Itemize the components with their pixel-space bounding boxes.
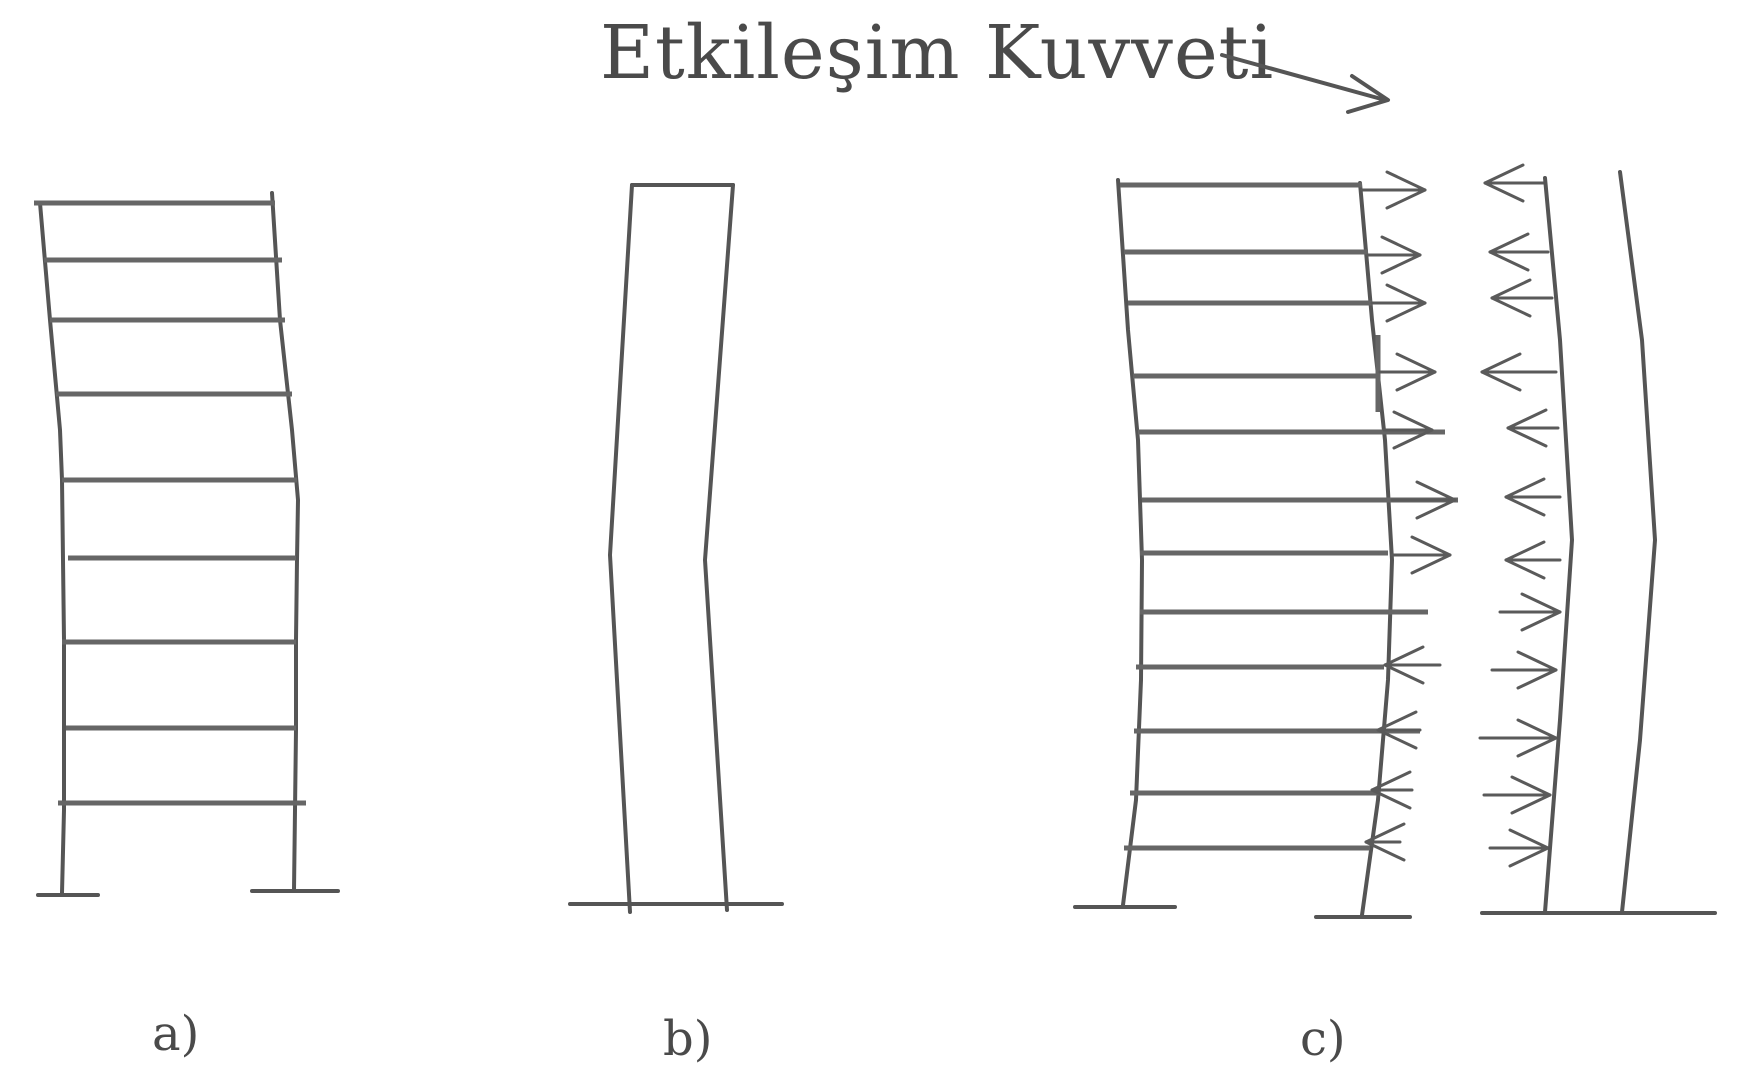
frame-left-column bbox=[38, 201, 66, 895]
panel-b-shear-wall: b) bbox=[568, 183, 784, 1067]
wall-arrow-right bbox=[1488, 828, 1550, 868]
separated-wall-left-edge bbox=[1543, 176, 1574, 914]
annotation-label: Etkileşim Kuvveti bbox=[600, 10, 1274, 96]
wall-arrow-right bbox=[1490, 650, 1558, 690]
frame-arrow-left bbox=[1370, 770, 1414, 810]
wall-arrow-right bbox=[1482, 775, 1552, 815]
pointer-arrow-icon bbox=[1220, 53, 1390, 114]
frame-arrow-right bbox=[1370, 283, 1427, 323]
wall-arrow-left bbox=[1488, 232, 1550, 272]
frame-arrow-right bbox=[1382, 410, 1434, 450]
frame-arrow-left bbox=[1364, 822, 1406, 862]
wall-right-edge bbox=[703, 183, 735, 912]
frame-right-column bbox=[270, 191, 300, 892]
panel-c-label: c) bbox=[1300, 1011, 1346, 1067]
frame-interaction-arrows bbox=[1360, 170, 1457, 862]
combined-right-column bbox=[1358, 181, 1394, 917]
frame-arrow-right bbox=[1390, 480, 1457, 520]
frame-arrow-left bbox=[1383, 645, 1442, 685]
wall-arrow-right bbox=[1478, 718, 1558, 758]
wall-interaction-arrows bbox=[1478, 163, 1562, 868]
panel-a-label: a) bbox=[152, 1006, 199, 1062]
wall-arrow-left bbox=[1504, 477, 1562, 517]
wall-arrow-right bbox=[1498, 592, 1562, 632]
panel-a-frame: a) bbox=[34, 191, 340, 1062]
wall-left-edge bbox=[608, 183, 634, 914]
frame-arrow-left bbox=[1376, 710, 1422, 750]
combined-left-column bbox=[1116, 178, 1144, 907]
wall-arrow-left bbox=[1490, 278, 1554, 318]
frame-arrow-right bbox=[1360, 170, 1427, 210]
frame-arrow-right bbox=[1390, 535, 1452, 575]
frame-arrow-right bbox=[1366, 235, 1422, 275]
wall-arrow-left bbox=[1504, 540, 1562, 580]
wall-arrow-left bbox=[1483, 163, 1547, 203]
frame-arrow-right bbox=[1378, 352, 1437, 392]
wall-arrow-left bbox=[1506, 408, 1560, 448]
panel-b-label: b) bbox=[663, 1011, 712, 1067]
combined-floor-beams bbox=[1120, 182, 1458, 851]
frame-floor-beams bbox=[34, 200, 306, 806]
panel-c-interaction: c) bbox=[1073, 163, 1717, 1067]
wall-arrow-left bbox=[1480, 352, 1558, 392]
separated-wall-right-edge bbox=[1618, 170, 1657, 914]
